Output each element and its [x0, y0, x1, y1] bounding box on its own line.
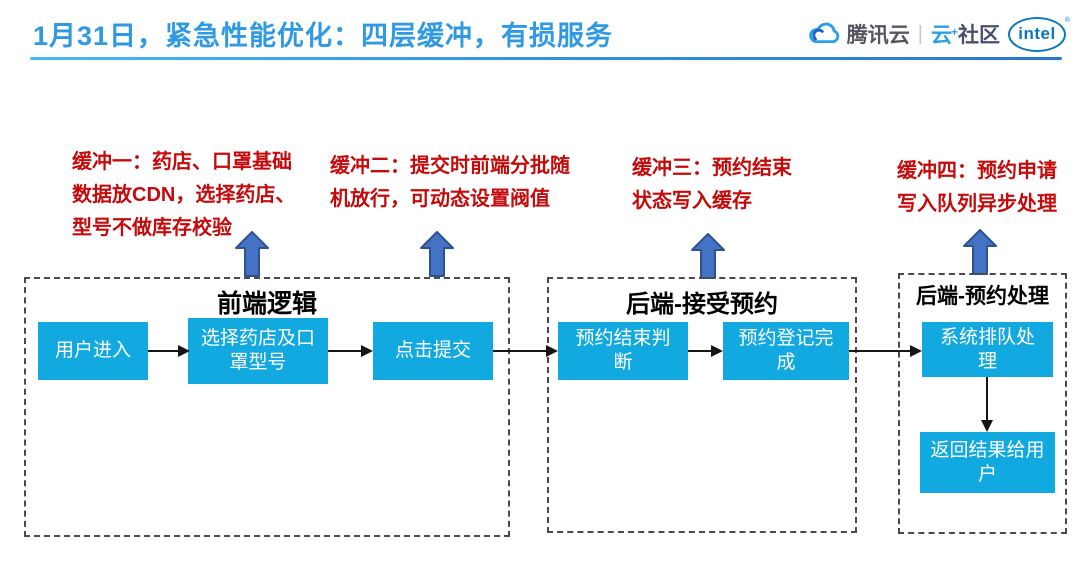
buffer-note-1-line-2: 数据放CDN，选择药店、 — [72, 184, 296, 206]
intel-label: intel — [1018, 24, 1056, 43]
buffer-note-4-line-1: 缓冲四：预约申请 — [897, 160, 1057, 182]
buffer-note-4: 缓冲四：预约申请 写入队列异步处理 — [897, 155, 1057, 221]
logo-divider: | — [917, 22, 923, 45]
buffer-note-2: 缓冲二：提交时前端分批随 机放行，可动态设置阀值 — [330, 150, 570, 216]
node-reservation-end-check: 预约结束判断 — [558, 322, 688, 380]
buffer-arrow-3-icon — [691, 233, 725, 279]
community-label: 社区 — [958, 24, 1000, 47]
buffer-arrow-4-icon — [963, 229, 997, 275]
tencent-cloud-icon — [807, 21, 841, 47]
node-user-enter: 用户进入 — [38, 322, 148, 380]
group-frontend-title: 前端逻辑 — [216, 290, 317, 318]
tencent-cloud-logo: 腾讯云 | 云+社区 — [807, 19, 1000, 49]
header-underline — [30, 57, 1062, 60]
node-select-pharmacy: 选择药店及口罩型号 — [188, 318, 328, 384]
buffer-arrow-2-icon — [420, 231, 454, 277]
buffer-note-1-line-1: 缓冲一：药店、口罩基础 — [72, 151, 292, 173]
group-backend-accept-title: 后端-接受预约 — [626, 291, 778, 318]
intel-logo: intel ® — [1008, 16, 1070, 52]
buffer-note-2-line-2: 机放行，可动态设置阀值 — [330, 188, 550, 210]
buffer-note-2-line-1: 缓冲二：提交时前端分批随 — [330, 155, 570, 177]
node-click-submit: 点击提交 — [373, 322, 493, 380]
node-return-result: 返回结果给用户 — [920, 432, 1055, 493]
plus-mark: + — [950, 24, 958, 39]
header-logos: 腾讯云 | 云+社区 intel ® — [807, 16, 1070, 52]
buffer-note-3: 缓冲三：预约结束 状态写入缓存 — [632, 152, 792, 218]
tencent-cloud-label: 腾讯云 — [846, 24, 910, 47]
group-backend-accept: 后端-接受预约 — [547, 277, 857, 533]
group-backend-process-title: 后端-预约处理 — [916, 285, 1049, 308]
buffer-note-1: 缓冲一：药店、口罩基础 数据放CDN，选择药店、 型号不做库存校验 — [72, 146, 295, 245]
page-title: 1月31日，紧急性能优化：四层缓冲，有损服务 — [33, 21, 614, 51]
node-system-queue: 系统排队处理 — [922, 322, 1053, 377]
buffer-note-3-line-1: 缓冲三：预约结束 — [632, 157, 792, 179]
group-frontend-logic: 前端逻辑 — [24, 277, 510, 537]
registered-mark: ® — [1064, 16, 1070, 24]
buffer-note-4-line-2: 写入队列异步处理 — [897, 193, 1057, 215]
buffer-arrow-1-icon — [235, 231, 269, 277]
group-backend-process: 后端-预约处理 — [898, 273, 1067, 534]
node-registration-done: 预约登记完成 — [723, 322, 849, 380]
buffer-note-3-line-2: 状态写入缓存 — [632, 190, 752, 212]
buffer-note-1-line-3: 型号不做库存校验 — [72, 217, 232, 239]
cloud-plus-label: 云 — [930, 24, 952, 47]
